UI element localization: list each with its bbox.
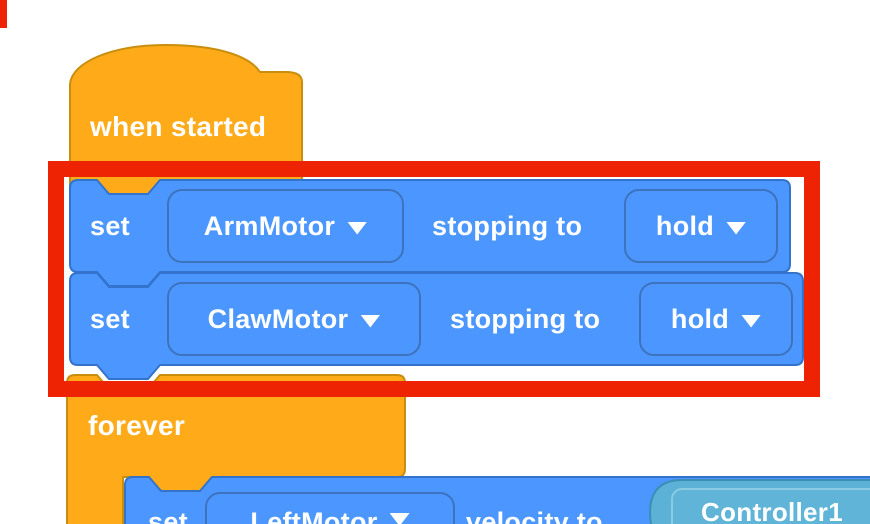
hold-dropdown-field-shape-2 — [639, 282, 793, 356]
controller-reporter-label: Controller1 — [701, 497, 843, 524]
clawmotor-dropdown-value: ClawMotor — [207, 303, 349, 334]
stopping-to-label-2: stopping to — [450, 304, 601, 334]
set-keyword-2: set — [90, 304, 130, 334]
hold-dropdown-field-shape-1 — [624, 189, 778, 263]
hold-dropdown-value-2: hold — [670, 303, 730, 334]
dropdown-caret-icon — [726, 221, 747, 235]
dropdown-caret-icon — [360, 314, 381, 328]
velocity-to-label: velocity to — [466, 507, 603, 524]
forever-label: forever — [88, 410, 186, 441]
set-keyword-1: set — [90, 211, 130, 241]
dropdown-caret-icon — [389, 513, 410, 524]
forever-block[interactable] — [66, 374, 406, 524]
controller-reporter-value[interactable]: Controller1 — [672, 489, 870, 524]
armmotor-dropdown[interactable]: ArmMotor — [168, 190, 403, 262]
dropdown-caret-icon — [741, 314, 762, 328]
armmotor-dropdown-field-shape — [167, 189, 404, 263]
leftmotor-dropdown-value: LeftMotor — [250, 507, 378, 524]
set-keyword-3: set — [148, 507, 188, 524]
armmotor-dropdown-value: ArmMotor — [203, 210, 336, 241]
hold-dropdown-2[interactable]: hold — [640, 283, 792, 355]
clawmotor-dropdown-field-shape — [167, 282, 421, 356]
dropdown-caret-icon — [347, 221, 368, 235]
when-started-label: when started — [90, 111, 267, 142]
stopping-to-label-1: stopping to — [432, 211, 583, 241]
clawmotor-dropdown[interactable]: ClawMotor — [168, 283, 420, 355]
controller-reporter-inner-shape — [671, 488, 870, 524]
hold-dropdown-1[interactable]: hold — [625, 190, 777, 262]
leftmotor-dropdown[interactable]: LeftMotor — [206, 493, 454, 524]
hold-dropdown-value-1: hold — [655, 210, 715, 241]
highlight-edge-tick — [0, 0, 7, 28]
leftmotor-dropdown-field-shape — [205, 492, 455, 524]
